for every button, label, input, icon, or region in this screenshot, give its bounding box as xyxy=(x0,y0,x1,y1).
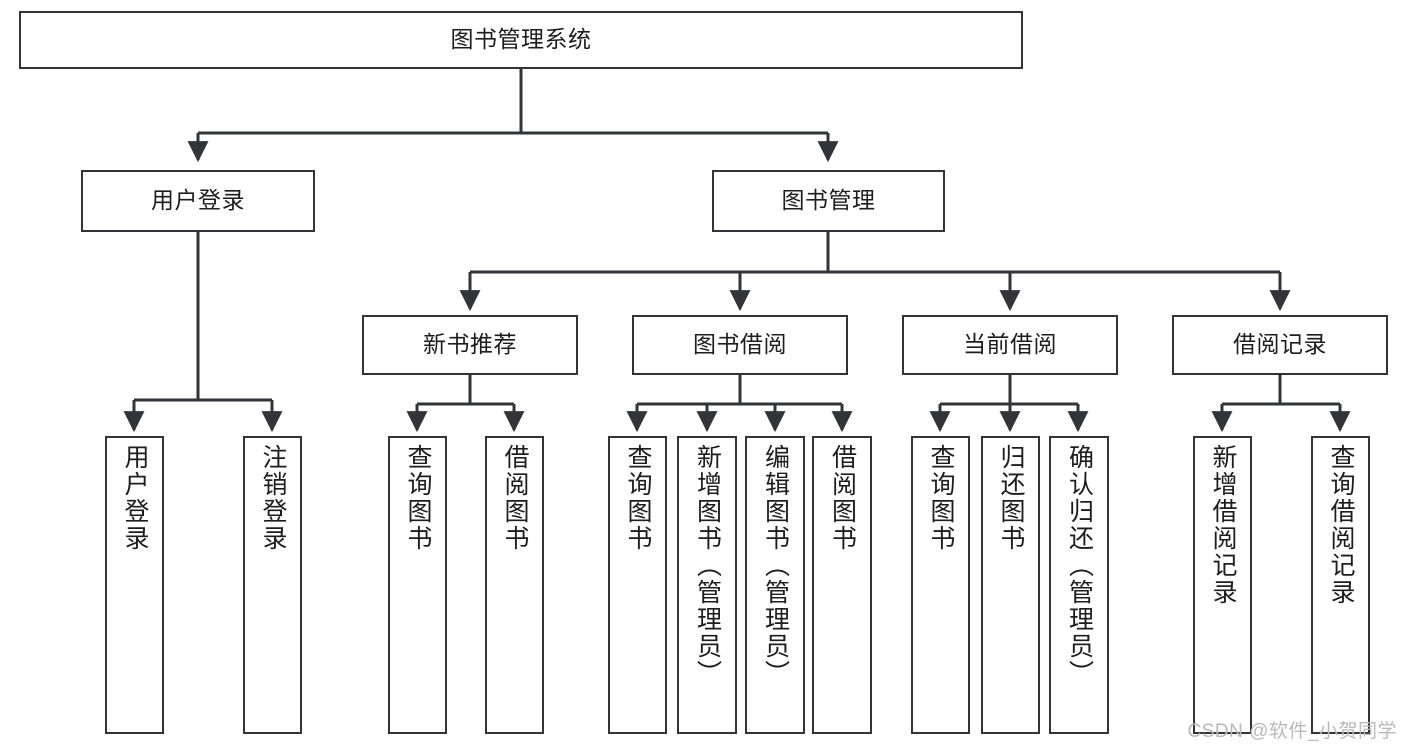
leaf-record-query-record-label: 查询借阅记录 xyxy=(1327,444,1355,606)
leaf-current-confirm-return-label: 确认归还（管理员） xyxy=(1065,444,1094,687)
leaf-record-add-record[interactable]: 新增借阅记录 xyxy=(1193,436,1252,734)
leaf-user-login-logout-label: 注销登录 xyxy=(259,444,287,552)
leaf-borrow-borrow-book[interactable]: 借阅图书 xyxy=(812,436,872,734)
node-new-book-recommend-label: 新书推荐 xyxy=(423,331,517,358)
node-current-borrow[interactable]: 当前借阅 xyxy=(902,315,1118,375)
leaf-user-login-login[interactable]: 用户登录 xyxy=(105,436,164,734)
leaf-borrow-query-book[interactable]: 查询图书 xyxy=(608,436,667,734)
node-root-label: 图书管理系统 xyxy=(450,26,592,53)
leaf-borrow-edit-book-label: 编辑图书（管理员） xyxy=(761,444,790,687)
leaf-current-query-book-label: 查询图书 xyxy=(927,444,955,552)
leaf-recommend-query-book[interactable]: 查询图书 xyxy=(388,436,447,734)
leaf-borrow-query-book-label: 查询图书 xyxy=(624,444,652,552)
node-book-borrow[interactable]: 图书借阅 xyxy=(632,315,848,375)
csdn-watermark: CSDN @软件_小贺同学 xyxy=(1187,721,1397,742)
leaf-record-query-record[interactable]: 查询借阅记录 xyxy=(1311,436,1370,734)
node-book-borrow-label: 图书借阅 xyxy=(693,331,787,358)
node-current-borrow-label: 当前借阅 xyxy=(963,331,1057,358)
leaf-record-add-record-label: 新增借阅记录 xyxy=(1209,444,1237,606)
leaf-borrow-borrow-book-label: 借阅图书 xyxy=(828,444,857,552)
leaf-current-return-book-label: 归还图书 xyxy=(997,444,1025,552)
leaf-user-login-logout[interactable]: 注销登录 xyxy=(243,436,302,734)
node-user-login-label: 用户登录 xyxy=(151,187,245,214)
leaf-borrow-add-book-label: 新增图书（管理员） xyxy=(693,444,722,687)
leaf-recommend-borrow-book-label: 借阅图书 xyxy=(501,444,529,552)
node-book-management[interactable]: 图书管理 xyxy=(712,170,945,232)
node-root[interactable]: 图书管理系统 xyxy=(19,11,1023,69)
leaf-recommend-borrow-book[interactable]: 借阅图书 xyxy=(485,436,544,734)
leaf-borrow-edit-book[interactable]: 编辑图书（管理员） xyxy=(745,436,805,734)
leaf-borrow-add-book[interactable]: 新增图书（管理员） xyxy=(677,436,737,734)
node-borrow-record[interactable]: 借阅记录 xyxy=(1172,315,1388,375)
node-user-login[interactable]: 用户登录 xyxy=(81,170,315,232)
leaf-recommend-query-book-label: 查询图书 xyxy=(404,444,432,552)
leaf-current-return-book[interactable]: 归还图书 xyxy=(981,436,1040,734)
node-book-management-label: 图书管理 xyxy=(781,187,876,214)
leaf-current-confirm-return[interactable]: 确认归还（管理员） xyxy=(1049,436,1109,734)
node-new-book-recommend[interactable]: 新书推荐 xyxy=(362,315,578,375)
leaf-current-query-book[interactable]: 查询图书 xyxy=(911,436,970,734)
node-borrow-record-label: 借阅记录 xyxy=(1233,331,1327,358)
leaf-user-login-login-label: 用户登录 xyxy=(121,444,149,552)
